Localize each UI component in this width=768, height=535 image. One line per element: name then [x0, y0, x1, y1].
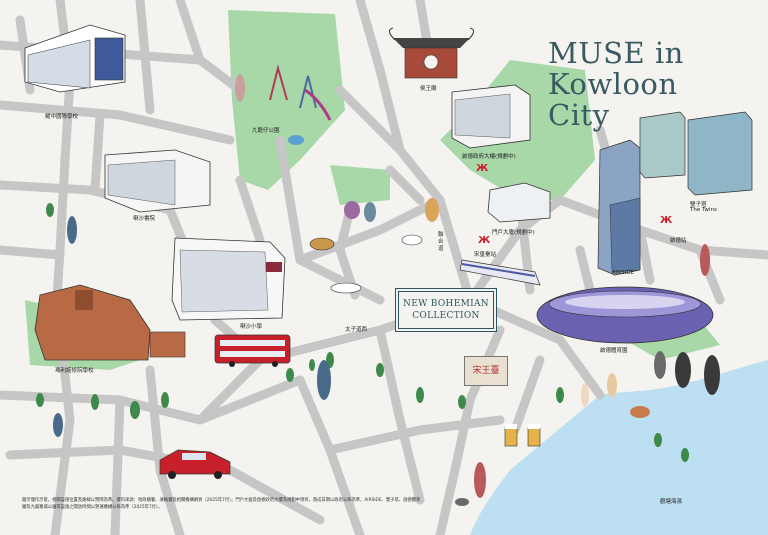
sung-wong-toi-sign: 宋王臺: [464, 356, 508, 386]
label-park: 九龍仔公園: [252, 128, 280, 134]
harbour-water: [470, 360, 768, 535]
bus-icon: [214, 334, 291, 367]
taxi-icon: [159, 449, 231, 479]
building-govt: [451, 84, 531, 149]
label-waterfront: 觀塘海濱: [660, 499, 683, 505]
tree-icon: [36, 203, 689, 462]
map-title-line1: MUSE in: [548, 36, 684, 70]
park-mid: [330, 165, 390, 205]
label-airside: AIRSIDE: [612, 270, 635, 276]
building-la-salle-college: [104, 149, 211, 213]
label-tram-area: 太子道西: [345, 327, 368, 333]
pagoda-icon: [389, 27, 474, 79]
label-govt: 啟德政府大樓(規劃中): [462, 154, 516, 160]
map-title-line2: Kowloon City: [548, 67, 678, 132]
label-school-mid: 喇沙書院: [133, 216, 156, 222]
beer-icon: [504, 424, 541, 447]
label-twins-en: The Twins: [690, 207, 717, 213]
collection-line2: COLLECTION: [412, 311, 480, 321]
cafe-icon: [309, 234, 423, 294]
building-airside: [597, 139, 641, 276]
collection-badge: NEW BOHEMIAN COLLECTION: [396, 289, 496, 331]
label-twins-cn: 雙子塔: [690, 202, 707, 208]
label-kai-tak-station: 啟德站: [670, 238, 687, 244]
mtr-icon: Ж: [478, 235, 491, 246]
building-yew-chung: [24, 24, 126, 93]
label-school-bottom: 瑪利諾修院學校: [55, 368, 94, 374]
label-pagoda: 侯王廟: [420, 86, 437, 92]
collection-line1: NEW BOHEMIAN: [403, 299, 489, 309]
label-station: 宋皇臺站: [474, 252, 497, 258]
playground-icon: [269, 64, 332, 121]
building-maryknoll: [34, 284, 186, 361]
map-footnote: 圖示僅作示意，相關設施位置及路線以實際為準。資料來源：地政總署、運輸署及相關機構…: [22, 498, 421, 510]
map-title: MUSE in Kowloon City: [548, 38, 748, 131]
mtr-icon: Ж: [660, 215, 673, 226]
label-school-left: 耀中國際學校: [45, 114, 79, 120]
label-mall: 喇沙小學: [240, 324, 263, 330]
label-stadium: 啟德體育園: [600, 348, 628, 354]
stadium-icon: [536, 286, 714, 344]
people-illustrations: [53, 74, 720, 506]
building-la-salle-primary: [171, 237, 286, 321]
train-icon: [459, 259, 541, 286]
mtr-icon: Ж: [476, 163, 489, 174]
label-cafe-street: 聯合道: [438, 232, 444, 252]
label-gateway: 門戶大廈(規劃中): [492, 230, 535, 236]
building-the-twins: [639, 111, 753, 196]
building-gateway: [487, 182, 551, 223]
